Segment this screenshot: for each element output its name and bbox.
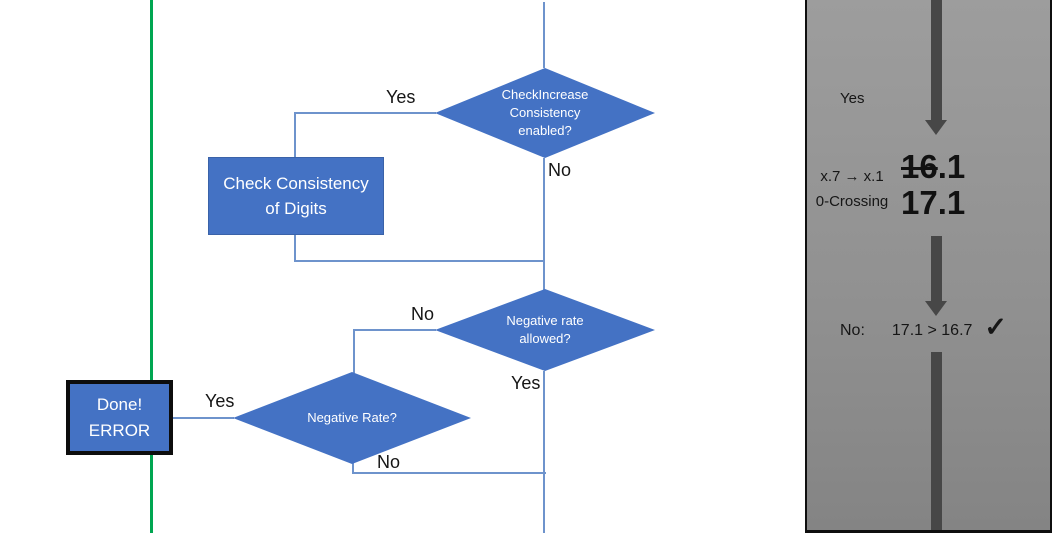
annotation-panel: Yes x.7 → x.1 0-Crossing 16.1 17.1 No: 1… <box>805 0 1052 533</box>
connector-bottom-vertical <box>543 371 545 533</box>
old-value-rest: .1 <box>937 148 966 185</box>
panel-check-result: No: 17.1 > 16.7 ✓ <box>840 312 1008 346</box>
edge-label-yes-2: Yes <box>511 373 541 393</box>
decision-negative-rate-allowed: Negative rate allowed? <box>435 289 655 371</box>
connector-no2-horizontal <box>353 329 436 331</box>
edge-label-yes-3: Yes <box>205 391 235 411</box>
connector-yes1-horizontal <box>294 112 436 114</box>
terminal-done-error: Done! ERROR <box>66 380 173 455</box>
decision-check-increase-consistency: CheckIncrease Consistency enabled? <box>435 68 655 158</box>
decision-label: Negative rate allowed? <box>506 312 584 346</box>
connector-top-vertical <box>543 2 545 68</box>
decision-label: CheckIncrease Consistency enabled? <box>501 86 589 139</box>
edge-label-no-1: No <box>548 160 572 180</box>
process-label: Check Consistency of Digits <box>223 173 369 219</box>
old-value-struck: 16 <box>901 148 938 185</box>
connector-no3-horizontal <box>352 472 546 474</box>
connector-no3-vertical <box>352 463 354 473</box>
checkmark-icon: ✓ <box>984 312 1008 342</box>
down-arrow-head-icon <box>925 120 947 135</box>
connector-process-out-horizontal <box>294 260 545 262</box>
connector-mid-vertical <box>543 158 545 290</box>
panel-yes-label: Yes <box>840 90 865 107</box>
result-comparison: 17.1 > 16.7 <box>891 321 973 339</box>
panel-correction-values: 16.1 17.1 <box>901 149 965 221</box>
connector-yes3-horizontal <box>172 417 234 419</box>
edge-label-yes-1: Yes <box>386 87 416 107</box>
decision-negative-rate: Negative Rate? <box>233 372 471 464</box>
new-value: 17.1 <box>901 184 966 221</box>
green-reference-line <box>150 0 153 533</box>
process-check-consistency-of-digits: Check Consistency of Digits <box>208 157 384 235</box>
down-arrow-icon <box>931 352 942 530</box>
result-prefix: No: <box>840 321 865 339</box>
panel-rule-text: x.7 → x.1 0-Crossing <box>815 168 889 210</box>
terminal-label: Done! ERROR <box>88 395 151 440</box>
edge-label-no-2: No <box>411 304 435 324</box>
connector-process-out-vertical <box>294 235 296 262</box>
down-arrow-icon <box>931 0 942 121</box>
connector-no2-vertical <box>353 329 355 373</box>
down-arrow-icon <box>931 236 942 302</box>
old-value: 16.1 <box>901 149 965 185</box>
down-arrow-head-icon <box>925 301 947 316</box>
edge-label-no-3: No <box>377 452 401 472</box>
connector-yes1-vertical <box>294 112 296 158</box>
decision-label: Negative Rate? <box>307 409 397 425</box>
